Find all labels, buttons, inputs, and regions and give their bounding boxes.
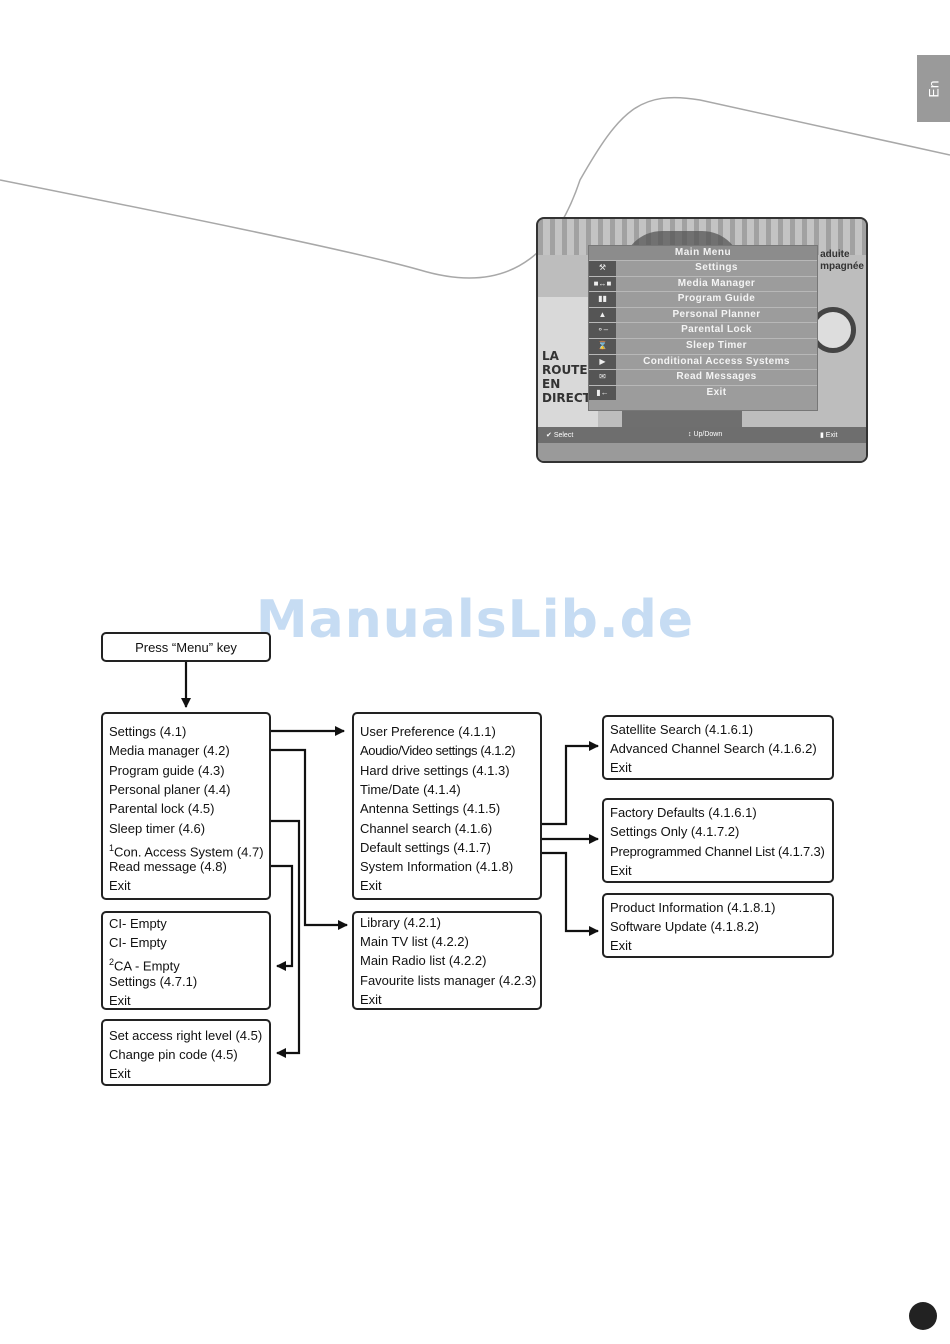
osd-item-read-messages[interactable]: ✉Read Messages: [589, 369, 817, 385]
card-icon: ▶: [589, 354, 616, 370]
key-icon: ⚬–: [589, 323, 616, 338]
osd-footer: ✔ Select ↕ Up/Down ▮ Exit: [538, 427, 866, 443]
main-item-settings: Settings (4.1): [109, 724, 187, 739]
select-hint: ✔ Select: [546, 432, 574, 439]
defaults-menu-box: Factory Defaults (4.1.6.1) Settings Only…: [602, 798, 834, 883]
main-menu-osd: Main Menu ⚒Settings ■↔■Media Manager ▮▮P…: [588, 245, 818, 411]
exit-icon: ▮←: [589, 385, 616, 401]
bell-icon: ▲: [589, 307, 616, 323]
search-menu-box: Satellite Search (4.1.6.1) Advanced Chan…: [602, 715, 834, 780]
osd-item-program-guide[interactable]: ▮▮Program Guide: [589, 291, 817, 307]
main-item-con-access: 1Con. Access System (4.7): [109, 843, 264, 860]
main-item-media-manager: Media manager (4.2): [109, 743, 230, 758]
arrow-system-information: [524, 851, 599, 936]
media-menu-box: Library (4.2.1) Main TV list (4.2.2) Mai…: [352, 911, 542, 1010]
osd-item-settings[interactable]: ⚒Settings: [589, 260, 817, 276]
main-item-sleep-timer: Sleep timer (4.6): [109, 821, 206, 836]
envelope-icon: ✉: [589, 370, 616, 385]
osd-item-media-manager[interactable]: ■↔■Media Manager: [589, 275, 817, 292]
media-icon: ■↔■: [589, 276, 616, 292]
language-tab[interactable]: En: [917, 55, 950, 122]
main-item-parental-lock: Parental lock (4.5): [109, 801, 215, 816]
main-menu-box: Settings (4.1) Media manager (4.2) Progr…: [101, 712, 271, 900]
osd-item-sleep-timer[interactable]: ⌛Sleep Timer: [589, 337, 817, 354]
sysinfo-menu-box: Product Information (4.1.8.1) Software U…: [602, 893, 834, 958]
osd-bottom-bar: [538, 443, 866, 461]
osd-item-parental-lock[interactable]: ⚬–Parental Lock: [589, 322, 817, 338]
main-item-read-message: Read message (4.8): [109, 859, 227, 874]
page-marker-dot: [909, 1302, 937, 1330]
tools-icon: ⚒: [589, 261, 616, 276]
arrow-channel-search: [524, 741, 599, 826]
osd-item-personal-planner[interactable]: ▲Personal Planner: [589, 306, 817, 323]
osd-title: Main Menu: [589, 246, 817, 260]
osd-item-conditional-access[interactable]: ▶Conditional Access Systems: [589, 353, 817, 370]
start-box: Press “Menu” key: [101, 632, 271, 662]
osd-item-exit[interactable]: ▮←Exit: [589, 384, 817, 401]
main-item-program-guide: Program guide (4.3): [109, 763, 225, 778]
ci-menu-box: CI- Empty CI- Empty 2CA - Empty Settings…: [101, 911, 271, 1010]
watermark: ManualsLib.de: [255, 590, 695, 650]
hourglass-icon: ⌛: [589, 338, 616, 354]
settings-menu-box: User Preference (4.1.1) Aoudio/Video set…: [352, 712, 542, 900]
lock-menu-box: Set access right level (4.5) Change pin …: [101, 1019, 271, 1086]
updown-hint: ↕ Up/Down: [688, 431, 723, 438]
guide-icon: ▮▮: [589, 292, 616, 307]
exit-hint: ▮ Exit: [820, 432, 838, 439]
main-item-exit: Exit: [109, 878, 131, 893]
main-item-personal-planer: Personal planer (4.4): [109, 782, 231, 797]
